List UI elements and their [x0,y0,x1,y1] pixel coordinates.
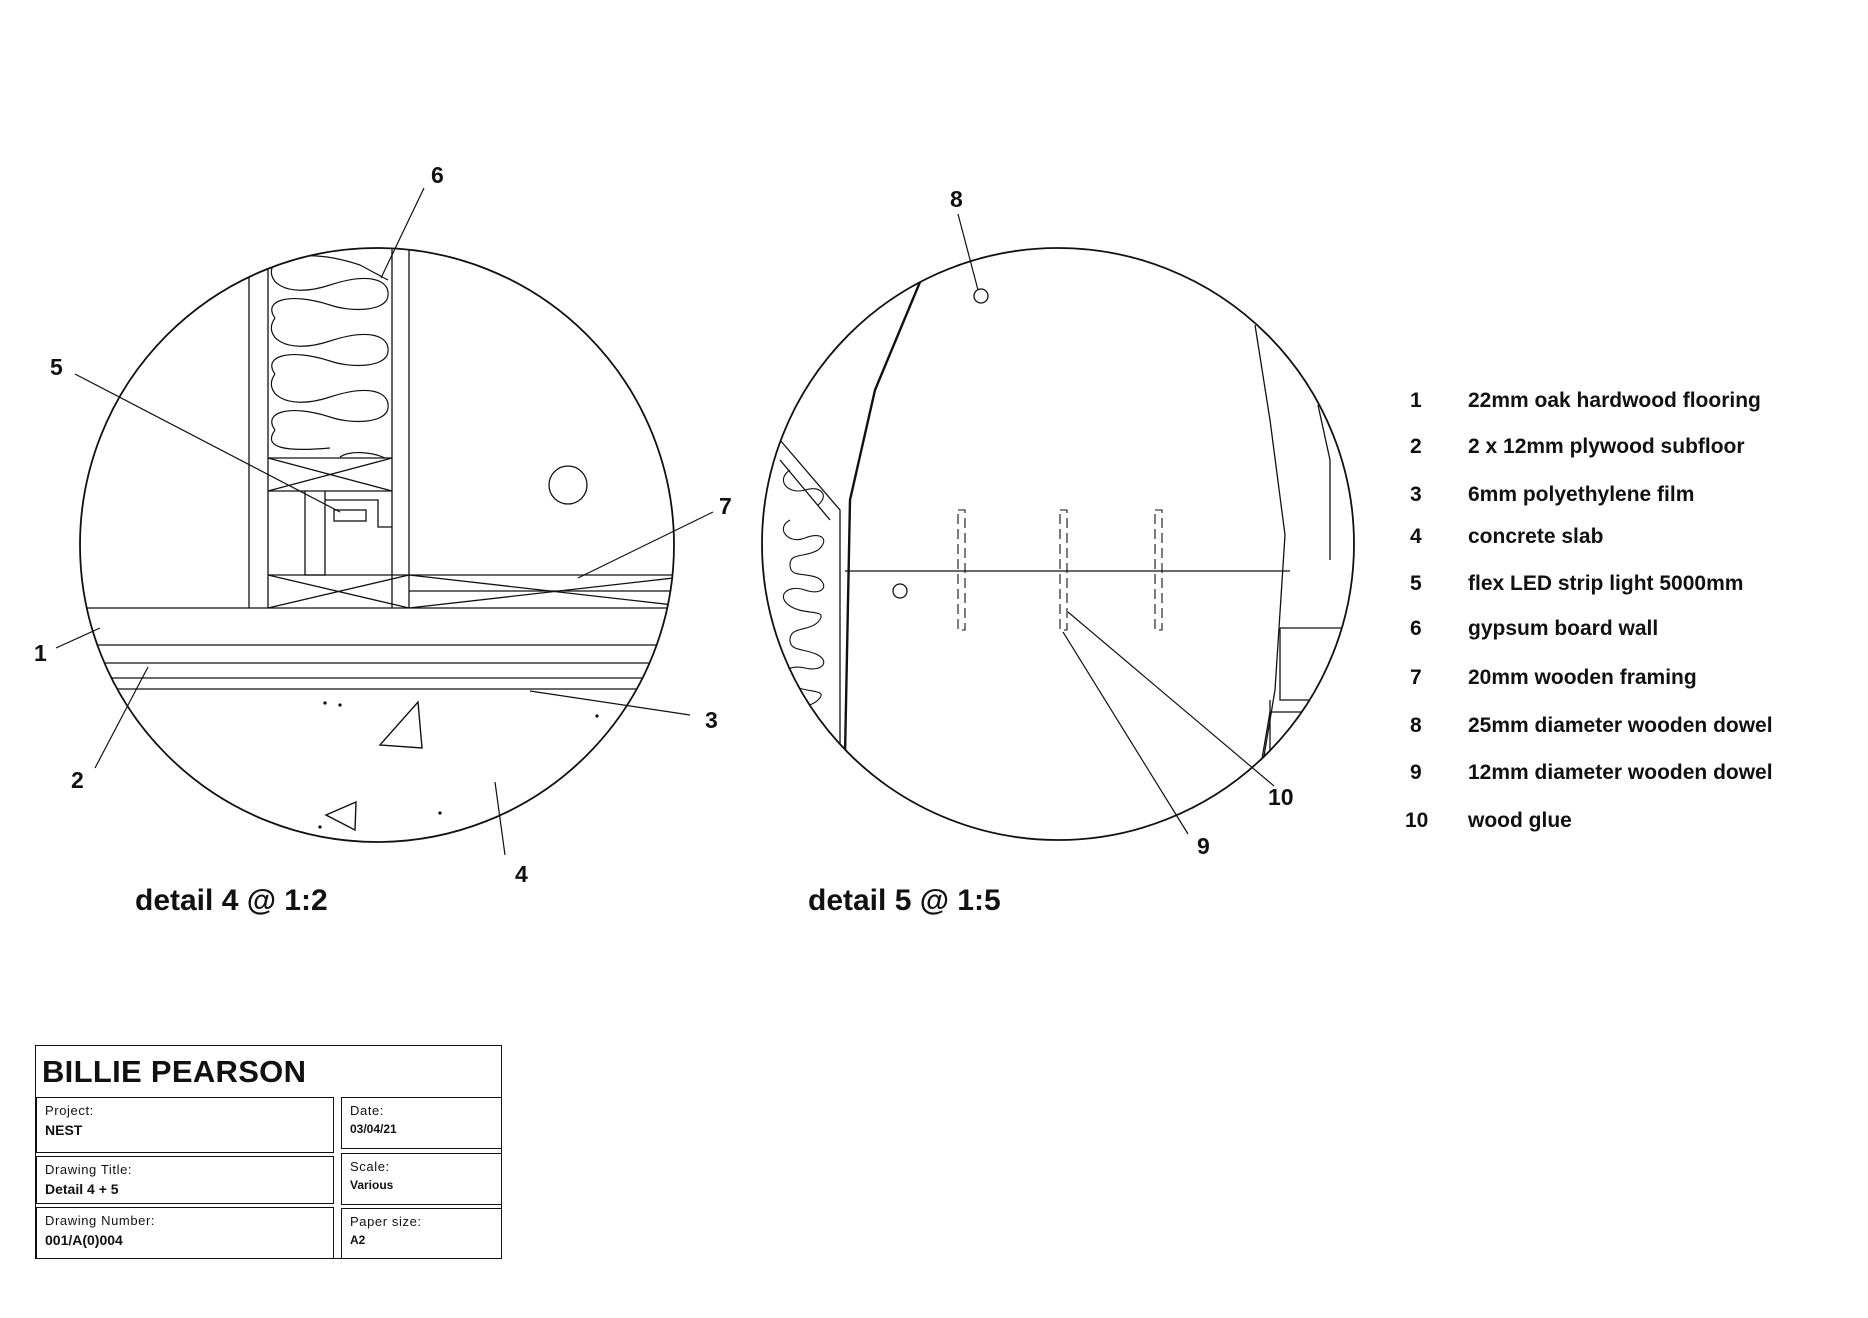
legend-text: gypsum board wall [1468,617,1658,640]
legend-num: 7 [1410,666,1422,689]
legend-num: 1 [1410,389,1422,412]
detail-5-drawing: 8 10 9 detail 5 @ 1:5 [761,186,1355,917]
drawing-title-label: Drawing Title: [45,1162,133,1177]
callout-10: 10 [1268,784,1294,810]
legend-text: 12mm diameter wooden dowel [1468,761,1773,784]
scale-value: Various [350,1178,394,1192]
date-value: 03/04/21 [350,1122,397,1136]
legend-num: 8 [1410,714,1422,737]
date-label: Date: [350,1103,385,1118]
project-cell: Project: NEST [36,1097,334,1153]
project-label: Project: [45,1103,94,1118]
legend-num: 4 [1410,525,1422,548]
callout-4: 4 [515,861,528,887]
project-value: NEST [45,1122,83,1138]
scale-label: Scale: [350,1159,390,1174]
paper-size-value: A2 [350,1233,366,1247]
callout-6: 6 [431,162,444,188]
drawing-number-value: 001/A(0)004 [45,1232,123,1248]
date-cell: Date: 03/04/21 [341,1097,502,1149]
callout-2: 2 [71,767,84,793]
drawing-number-cell: Drawing Number: 001/A(0)004 [36,1207,334,1259]
legend-num: 2 [1410,435,1422,458]
paper-size-label: Paper size: [350,1214,422,1229]
drawing-number-label: Drawing Number: [45,1213,156,1228]
legend-num: 5 [1410,572,1422,595]
legend-text: concrete slab [1468,525,1603,548]
scale-cell: Scale: Various [341,1153,502,1205]
legend-num: 3 [1410,483,1422,506]
callout-8: 8 [950,186,963,212]
legend-text: 25mm diameter wooden dowel [1468,714,1773,737]
legend-num: 10 [1405,809,1428,832]
paper-size-cell: Paper size: A2 [341,1208,502,1259]
legend: 1 22mm oak hardwood flooring 2 2 x 12mm … [1405,389,1773,832]
title-block: BILLIE PEARSON Project: NEST Date: 03/04… [35,1045,502,1259]
detail-4-drawing: 6 5 7 1 3 2 4 detail 4 @ 1:2 [34,162,732,917]
legend-text: 6mm polyethylene film [1468,483,1694,506]
designer-name: BILLIE PEARSON [42,1054,307,1089]
callout-1: 1 [34,640,47,666]
legend-num: 6 [1410,617,1422,640]
callout-5: 5 [50,354,63,380]
legend-text: wood glue [1467,809,1572,832]
drawing-title-cell: Drawing Title: Detail 4 + 5 [36,1156,334,1204]
callout-7: 7 [719,493,732,519]
legend-text: 22mm oak hardwood flooring [1468,389,1761,412]
detail-5-caption: detail 5 @ 1:5 [808,884,1001,917]
drawing-title-value: Detail 4 + 5 [45,1181,119,1197]
legend-text: 2 x 12mm plywood subfloor [1468,435,1745,458]
callout-9: 9 [1197,833,1210,859]
legend-num: 9 [1410,761,1422,784]
legend-text: flex LED strip light 5000mm [1468,572,1743,595]
callout-3: 3 [705,707,718,733]
legend-text: 20mm wooden framing [1468,666,1697,689]
detail-4-caption: detail 4 @ 1:2 [135,884,328,917]
